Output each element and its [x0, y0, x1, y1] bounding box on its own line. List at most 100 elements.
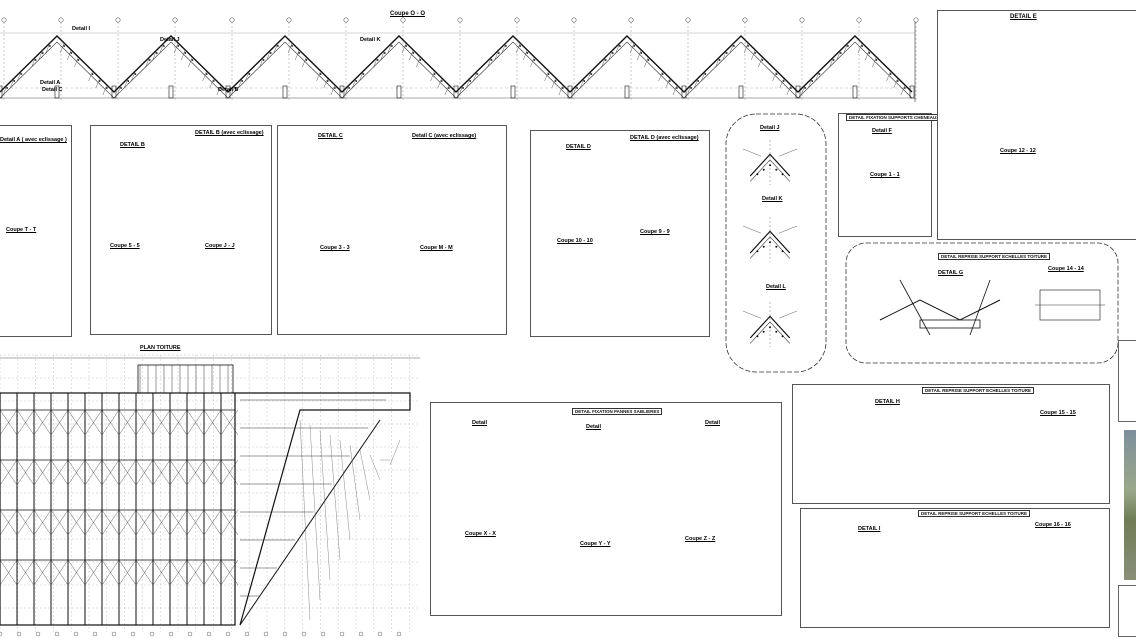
axis-bubble	[913, 17, 919, 23]
connection-bolt	[661, 73, 664, 75]
detail-d-panel	[530, 130, 710, 337]
diagonal-brace	[672, 84, 678, 96]
diagonal-brace	[551, 77, 556, 89]
bracing-plan	[67, 509, 86, 536]
diagonal-brace	[188, 56, 193, 68]
diagonal-brace	[629, 42, 635, 54]
bracing-plan	[135, 509, 154, 536]
column-stub	[909, 85, 915, 99]
connection-bolt	[690, 87, 693, 89]
connection-bolt	[668, 80, 671, 82]
bolt-dot	[762, 168, 765, 171]
bracing-plan	[135, 409, 154, 436]
sheet-legend	[1118, 340, 1136, 422]
diagonal-brace	[751, 49, 756, 61]
axis-bubble	[35, 631, 41, 637]
bracing-plan	[84, 459, 103, 486]
diagonal-brace	[352, 77, 357, 89]
bracing-plan	[16, 509, 35, 536]
connection-bolt	[120, 87, 123, 89]
bolt-dot	[775, 330, 778, 333]
axis-bubble	[339, 631, 345, 637]
connection-bolt	[205, 73, 208, 75]
diagonal-brace	[644, 56, 649, 68]
diagonal-brace	[686, 84, 692, 96]
diagonal-brace	[587, 70, 592, 82]
connection-bolt	[348, 87, 351, 89]
connection-bolt	[640, 52, 643, 54]
bracing-plan	[101, 559, 120, 586]
diagonal-brace	[530, 56, 535, 68]
diagonal-brace	[665, 77, 670, 89]
leader-line	[742, 225, 762, 234]
connection-bolt	[604, 59, 607, 61]
connection-bolt	[618, 45, 621, 47]
diagonal-brace	[580, 77, 585, 89]
connection-bolt	[554, 80, 557, 82]
bracing-plan	[33, 409, 52, 436]
bracing-plan	[16, 459, 35, 486]
diagonal-brace	[694, 77, 699, 89]
axis-bubble	[742, 17, 748, 23]
diagonal-brace	[515, 42, 521, 54]
connection-bolt	[775, 73, 778, 75]
diagonal-brace	[786, 84, 792, 96]
axis-bubble	[229, 17, 235, 23]
bracing-plan	[16, 409, 35, 436]
connection-bolt	[48, 45, 51, 47]
diagonal-brace	[173, 42, 179, 54]
bracing-plan	[33, 509, 52, 536]
axis-bubble	[263, 631, 269, 637]
connection-bolt	[611, 52, 614, 54]
diagonal-brace	[843, 42, 849, 54]
diagonal-brace	[808, 77, 813, 89]
diagonal-brace	[772, 70, 777, 82]
diagonal-brace	[124, 77, 129, 89]
axis-bubble	[799, 17, 805, 23]
axis-bubble	[54, 631, 60, 637]
connection-bolt	[319, 73, 322, 75]
connection-bolt	[818, 73, 821, 75]
diagonal-brace	[209, 77, 214, 89]
detail-b-title-2: DETAIL B (avec eclissage)	[195, 130, 264, 136]
detail-d-title-2: DETAIL D (avec eclissage)	[630, 135, 699, 141]
connection-bolt	[590, 73, 593, 75]
connection-bolt	[162, 45, 165, 47]
bracing-plan	[369, 454, 381, 481]
connection-bolt	[34, 59, 37, 61]
bracing-plan	[203, 509, 222, 536]
diagonal-brace	[387, 42, 393, 54]
bracing-plan	[169, 559, 188, 586]
diagonal-brace	[2, 84, 8, 96]
axis-bubble	[225, 631, 231, 637]
axis-bubble	[396, 631, 402, 637]
pannes-detail-1: Detail	[472, 420, 487, 426]
bracing-plan	[84, 409, 103, 436]
diagonal-brace	[401, 42, 407, 54]
connection-bolt	[761, 59, 764, 61]
connection-bolt	[697, 80, 700, 82]
diagonal-brace	[330, 84, 336, 96]
diagonal-brace	[31, 56, 36, 68]
diagonal-brace	[743, 42, 749, 54]
member-outline	[749, 159, 791, 182]
connection-bolt	[20, 73, 23, 75]
diagonal-brace	[238, 77, 243, 89]
bracing-plan	[349, 444, 361, 521]
bracing-plan	[169, 459, 188, 486]
diagonal-brace	[608, 49, 613, 61]
connection-bolt	[155, 52, 158, 54]
roof-outline	[0, 392, 236, 626]
diagonal-brace	[523, 49, 528, 61]
leader-line	[778, 225, 798, 234]
detail-c-section-2: Coupe M - M	[420, 245, 453, 251]
bracing-plan	[135, 459, 154, 486]
diagonal-brace	[473, 70, 478, 82]
axis-bubble	[282, 631, 288, 637]
bracing-plan	[50, 409, 69, 436]
diagonal-brace	[216, 84, 222, 96]
connection-bolt	[533, 59, 536, 61]
connection-bolt	[383, 52, 386, 54]
diagonal-brace	[886, 70, 891, 82]
column-stub	[738, 85, 744, 99]
